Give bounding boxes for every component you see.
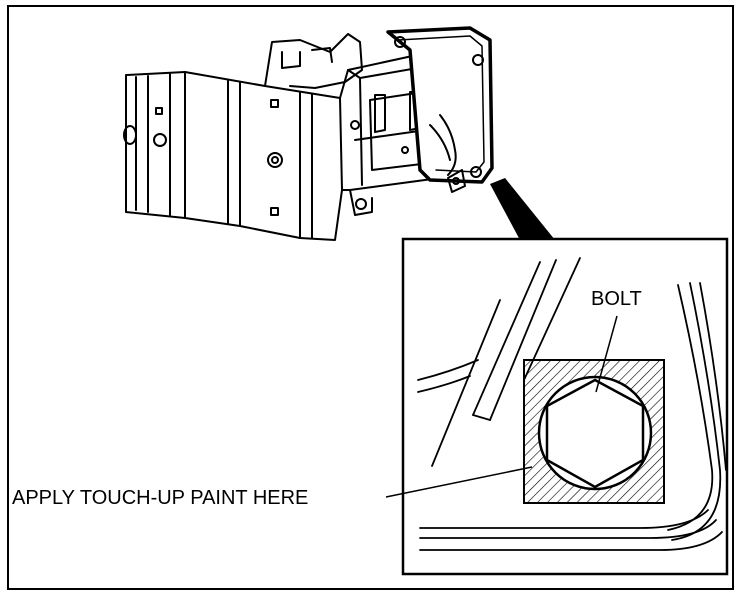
frame-assembly-illustration [123,26,494,241]
bolt-hex-head [545,378,645,489]
bolt-leader-line [595,315,618,393]
outer-frame [7,5,734,590]
paint-leader-line [385,466,533,498]
bolt-detail-view [401,237,729,576]
callout-wedge [490,178,555,240]
bolt-label: BOLT [591,288,642,310]
touch-up-paint-label: APPLY TOUCH-UP PAINT HERE [12,487,308,509]
